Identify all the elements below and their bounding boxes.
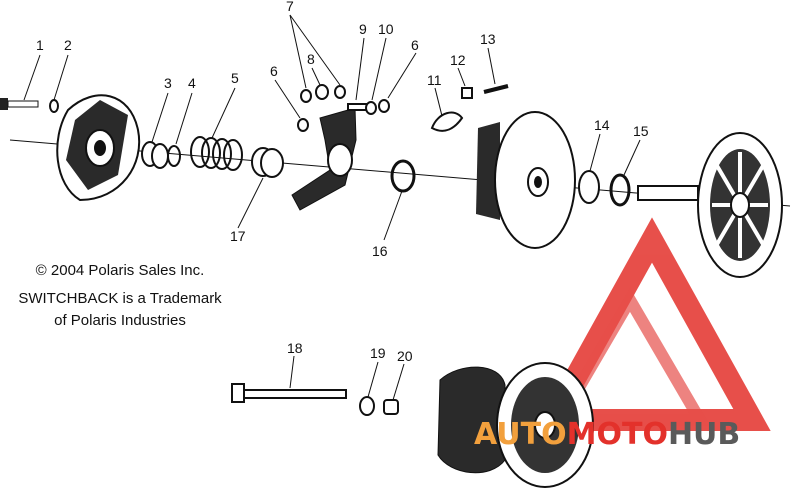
callout-2: 2 (64, 37, 72, 53)
watermark-logo (533, 217, 771, 431)
leader-lines (23, 14, 641, 401)
callout-4: 4 (188, 75, 196, 91)
callout-6a: 6 (270, 63, 278, 79)
callout-18: 18 (287, 340, 303, 356)
pin-part-13 (483, 84, 509, 94)
rollers-parts-6-7-8 (297, 84, 346, 132)
callout-20: 20 (397, 348, 413, 364)
bushing-part-14 (578, 170, 600, 204)
bolt-part-1 (0, 98, 39, 110)
pin-parts-9-10 (347, 99, 390, 115)
bushing-part-3 (141, 141, 169, 169)
weight-part-11 (430, 111, 464, 132)
trademark-line-1: SWITCHBACK is a Trademark (18, 290, 222, 307)
callout-14: 14 (594, 117, 610, 133)
callout-5: 5 (231, 70, 239, 86)
callout-8: 8 (307, 51, 315, 67)
watermark-text: AUTOMOTOHUB (474, 417, 740, 452)
callout-6b: 6 (411, 37, 419, 53)
callout-15: 15 (633, 123, 649, 139)
spring-part-5 (190, 136, 243, 171)
ring-part-16 (390, 159, 416, 193)
callout-19: 19 (370, 345, 386, 361)
callout-10: 10 (378, 21, 394, 37)
moveable-sheave (476, 111, 576, 249)
callout-9: 9 (359, 21, 367, 37)
collar-part-17 (251, 147, 284, 178)
spider-part (291, 107, 357, 211)
callout-3: 3 (164, 75, 172, 91)
callout-1: 1 (36, 37, 44, 53)
watermark-text-auto: AUTO (474, 417, 567, 452)
ring-part-15 (609, 173, 631, 207)
callout-11: 11 (427, 72, 442, 88)
washer-part-19 (359, 396, 375, 416)
assembled-clutch (437, 362, 594, 488)
callout-17: 17 (230, 228, 246, 244)
copyright-line-1: © 2004 Polaris Sales Inc. (35, 262, 205, 279)
watermark-text-moto: MOTO (567, 417, 668, 452)
callout-16: 16 (372, 243, 388, 259)
washer-part-2 (49, 99, 59, 113)
cover-plate (56, 94, 141, 202)
callout-7: 7 (286, 0, 294, 14)
callout-13: 13 (480, 31, 496, 47)
callout-labels: 1 2 3 4 5 6 7 8 9 10 6 11 12 13 14 15 16… (36, 0, 649, 364)
nut-part-20 (383, 399, 399, 415)
fixed-sheave (637, 132, 783, 278)
trademark-line-2: of Polaris Industries (54, 312, 186, 329)
ring-part-4 (167, 145, 181, 167)
nut-part-12 (461, 87, 473, 99)
watermark-text-hub: HUB (668, 417, 740, 452)
bolt-part-18 (231, 383, 347, 403)
callout-12: 12 (450, 52, 466, 68)
